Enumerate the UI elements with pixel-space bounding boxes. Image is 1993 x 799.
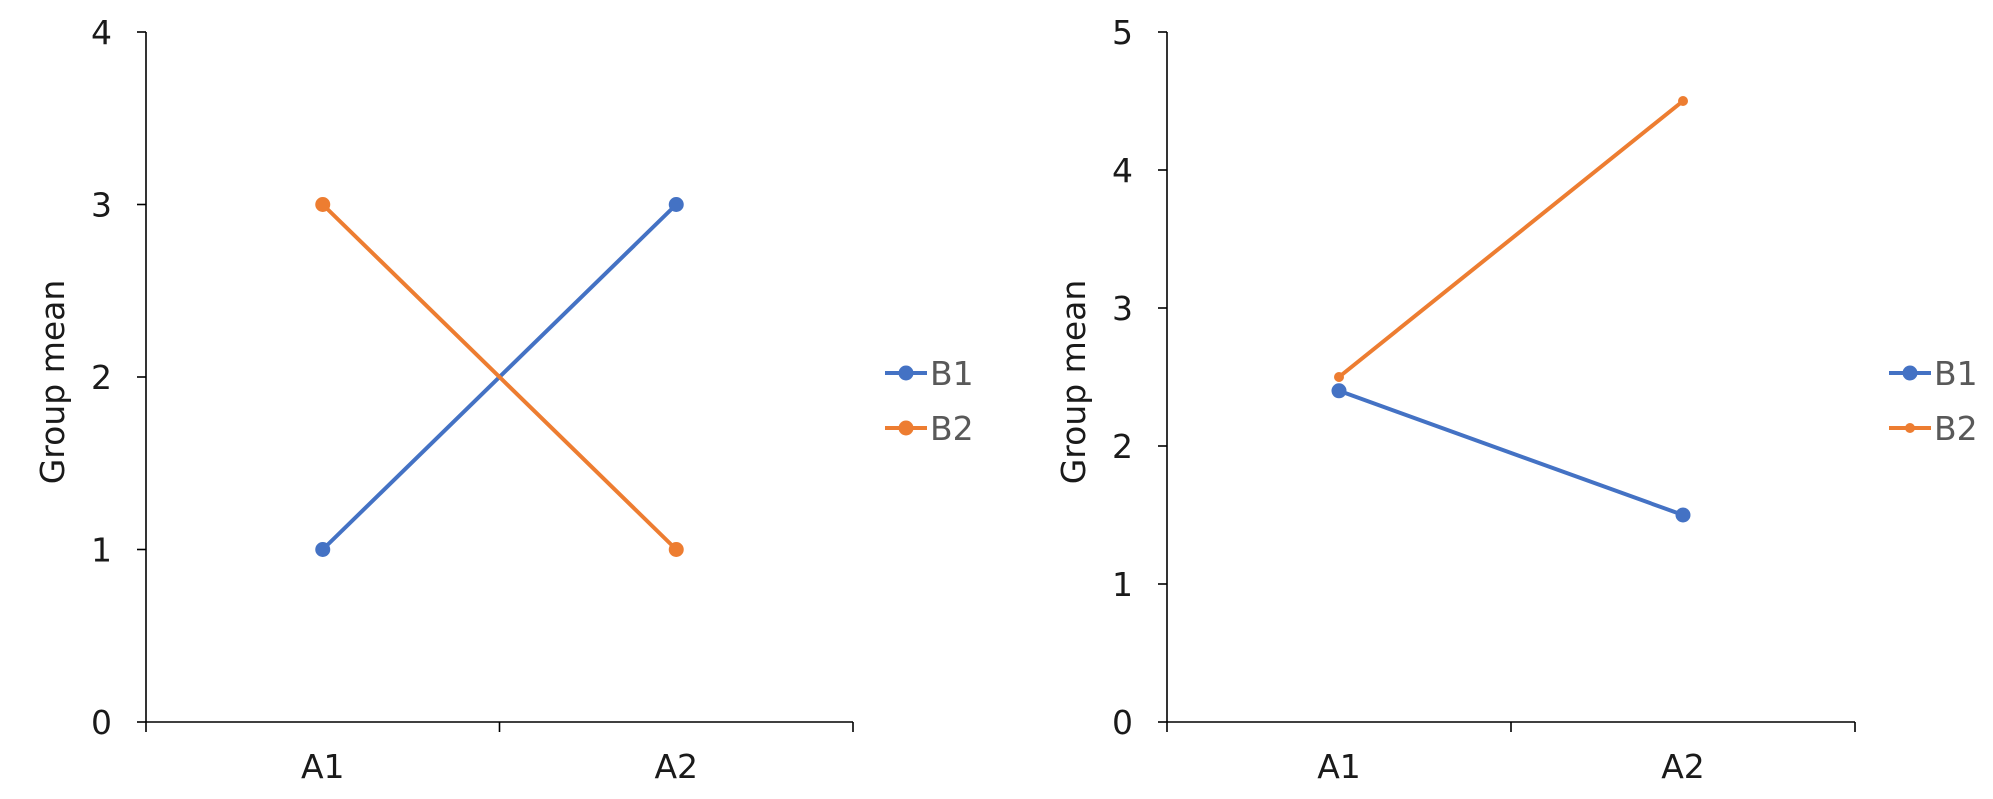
- series-line-b2: [320, 202, 679, 552]
- x-tick-label: A2: [654, 747, 698, 786]
- data-point-b2: [1334, 372, 1344, 382]
- y-axis-title: Group mean: [1054, 280, 1093, 485]
- series-line-b1: [1337, 388, 1685, 517]
- data-point-b1: [1331, 383, 1347, 399]
- data-point-b1: [315, 542, 331, 557]
- legend-label-b1: B1: [1934, 354, 1978, 393]
- legend-marker-b1: [898, 365, 914, 381]
- y-tick-label: 0: [1112, 703, 1133, 742]
- y-tick-label: 3: [1112, 289, 1133, 328]
- y-tick-label: 3: [91, 186, 112, 225]
- y-tick-label: 4: [91, 13, 112, 52]
- data-point-b1: [668, 197, 684, 212]
- y-tick-label: 2: [1112, 427, 1133, 466]
- y-tick-label: 0: [91, 703, 112, 742]
- x-tick-label: A1: [301, 747, 345, 786]
- series-line-b2: [1337, 99, 1685, 379]
- y-tick-label: 1: [91, 531, 112, 570]
- y-tick-label: 4: [1112, 151, 1133, 190]
- x-tick-label: A1: [1317, 747, 1361, 786]
- x-tick-label: A2: [1661, 747, 1705, 786]
- legend-label-b1: B1: [930, 354, 974, 393]
- y-tick-label: 1: [1112, 565, 1133, 604]
- legend-marker-b1: [1902, 365, 1918, 381]
- y-tick-label: 5: [1112, 13, 1133, 52]
- legend-label-b2: B2: [1934, 409, 1978, 448]
- data-point-b2: [315, 197, 331, 212]
- legend-marker-b2: [898, 420, 914, 436]
- data-point-b2: [668, 542, 684, 557]
- y-axis-title: Group mean: [33, 280, 72, 485]
- data-point-b1: [1675, 507, 1691, 523]
- data-point-b2: [1678, 96, 1688, 106]
- y-tick-label: 2: [91, 358, 112, 397]
- legend-label-b2: B2: [930, 409, 974, 448]
- legend-marker-b2: [1905, 423, 1915, 433]
